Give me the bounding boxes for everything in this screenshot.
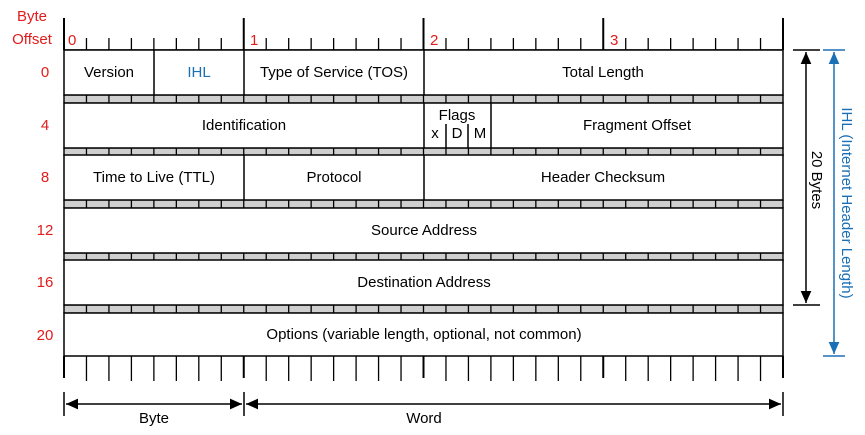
field-header-checksum: Header Checksum: [541, 169, 665, 186]
byte-number-3: 3: [610, 32, 618, 49]
field-time-to-live: Time to Live (TTL): [93, 169, 215, 186]
byte-number-1: 1: [250, 32, 258, 49]
ihl-side-label: IHL (Internet Header Length): [838, 107, 855, 298]
field-ihl: IHL: [187, 64, 210, 81]
row-offset-20: 20: [37, 327, 54, 344]
row-offset-12: 12: [37, 222, 54, 239]
row-offset-8: 8: [41, 169, 49, 186]
field-protocol: Protocol: [306, 169, 361, 186]
word-measure-label: Word: [406, 410, 442, 427]
bottom-bit-ruler: [63, 356, 784, 381]
offset-header-label: Offset: [12, 31, 53, 48]
row-offset-0: 0: [41, 64, 49, 81]
field-identification: Identification: [202, 117, 286, 134]
top-bit-ruler: [63, 18, 784, 51]
byte-number-0: 0: [68, 32, 76, 49]
twenty-bytes-label: 20 Bytes: [808, 151, 825, 209]
row-box-16: [63, 259, 784, 306]
byte-header-label: Byte: [17, 8, 47, 25]
field-destination-address: Destination Address: [357, 274, 490, 291]
flag-m: M: [474, 125, 487, 142]
byte-measure-label: Byte: [139, 410, 169, 427]
flag-d: D: [452, 125, 463, 142]
field-version: Version: [84, 64, 134, 81]
row-box-20: [63, 312, 784, 357]
field-source-address: Source Address: [371, 222, 477, 239]
field-fragment-offset: Fragment Offset: [583, 117, 692, 134]
field-type-of-service: Type of Service (TOS): [260, 64, 408, 81]
row-box-12: [63, 207, 784, 254]
field-total-length: Total Length: [562, 64, 644, 81]
field-options: Options (variable length, optional, not …: [266, 326, 581, 343]
row-offset-16: 16: [37, 274, 54, 291]
flag-x: x: [431, 125, 439, 142]
field-flags: Flags: [439, 107, 476, 124]
row-offset-4: 4: [41, 117, 49, 134]
byte-number-2: 2: [430, 32, 438, 49]
